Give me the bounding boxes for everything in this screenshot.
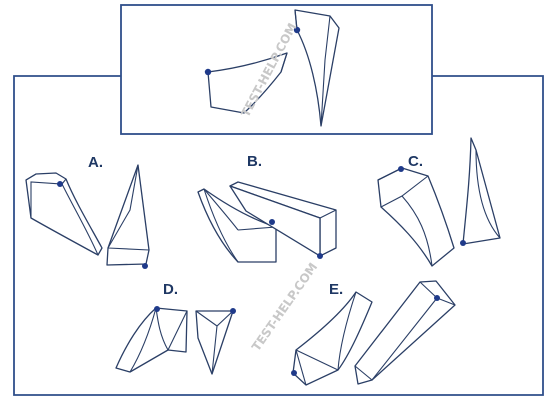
option-e-marker-1 — [291, 370, 297, 376]
option-d-marker-1 — [154, 306, 160, 312]
option-b[interactable]: B. — [197, 153, 337, 263]
option-a-label: A. — [88, 154, 103, 171]
option-c-label: C. — [408, 153, 423, 170]
question-marker-2 — [293, 26, 301, 34]
option-c[interactable]: C. — [377, 137, 501, 267]
question-frame — [120, 4, 433, 135]
option-d-curved-block — [115, 307, 188, 373]
option-a-curved-block — [25, 172, 103, 256]
question-marker-1 — [204, 68, 212, 76]
option-d-label: D. — [163, 281, 178, 298]
option-b-marker-1 — [269, 219, 275, 225]
option-e-label: E. — [329, 281, 343, 298]
option-a-marker-2 — [142, 263, 148, 269]
option-d-marker-2 — [230, 308, 236, 314]
option-c-sliver — [462, 137, 501, 245]
option-c-curved-block — [377, 167, 455, 267]
option-b-curved-block — [197, 188, 277, 263]
option-c-marker-2 — [460, 240, 466, 246]
option-a[interactable]: A. — [25, 154, 150, 269]
option-e-bar — [354, 280, 456, 385]
question-figure: TEST-HELP.COM — [204, 9, 340, 127]
question-sliver — [294, 9, 340, 127]
option-e-curved-block — [292, 291, 373, 386]
option-b-marker-2 — [317, 253, 323, 259]
option-d[interactable]: D. — [115, 281, 236, 375]
answers-frame — [13, 75, 544, 396]
option-c-marker-1 — [398, 166, 404, 172]
option-b-label: B. — [247, 153, 262, 170]
option-a-sliver — [106, 164, 150, 266]
option-e[interactable]: E. — [291, 280, 456, 386]
option-a-marker-1 — [57, 181, 63, 187]
option-e-marker-2 — [434, 295, 440, 301]
option-d-sliver — [195, 310, 234, 375]
